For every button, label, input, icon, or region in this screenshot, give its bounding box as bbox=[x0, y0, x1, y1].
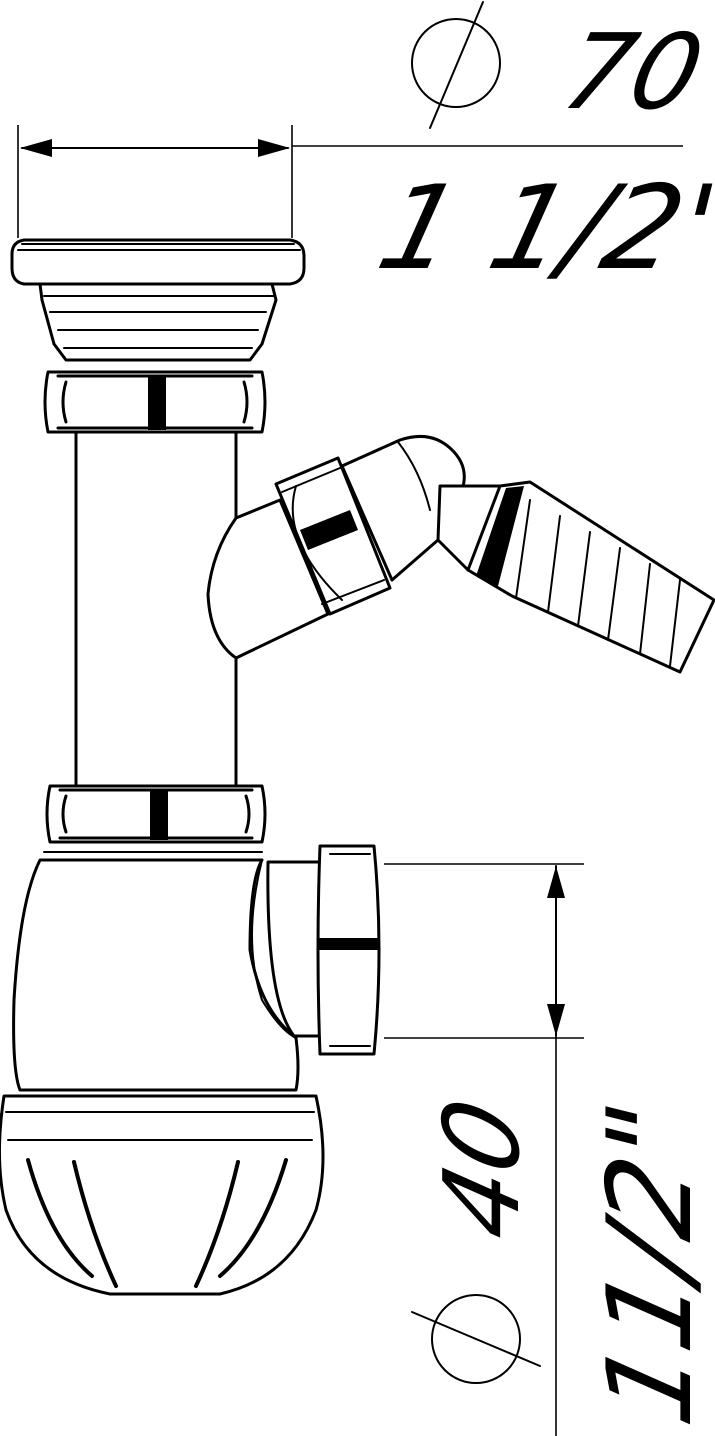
top-metric-label: 70 bbox=[552, 11, 715, 132]
top-imperial-label: 1 1/2" bbox=[366, 161, 715, 296]
top-dimension: 70 1 1/2" bbox=[17, 1, 715, 296]
outlet-union-nut bbox=[266, 844, 381, 1056]
outlet-imperial-label: 11/2" bbox=[583, 1089, 715, 1436]
side-inlet bbox=[206, 434, 715, 674]
sink-strainer bbox=[10, 238, 306, 362]
top-union-nut bbox=[43, 370, 267, 434]
middle-union-nut bbox=[45, 784, 267, 844]
outlet-diameter-symbol-icon bbox=[411, 1294, 541, 1384]
vertical-tube bbox=[74, 430, 238, 786]
outlet-dimension: 40 11/2" bbox=[384, 863, 715, 1436]
bottom-cleanout-cap bbox=[0, 1094, 325, 1296]
outlet-metric-label: 40 bbox=[421, 1088, 542, 1251]
bottle-trap-body bbox=[12, 851, 300, 1092]
diameter-symbol-icon bbox=[411, 1, 501, 129]
